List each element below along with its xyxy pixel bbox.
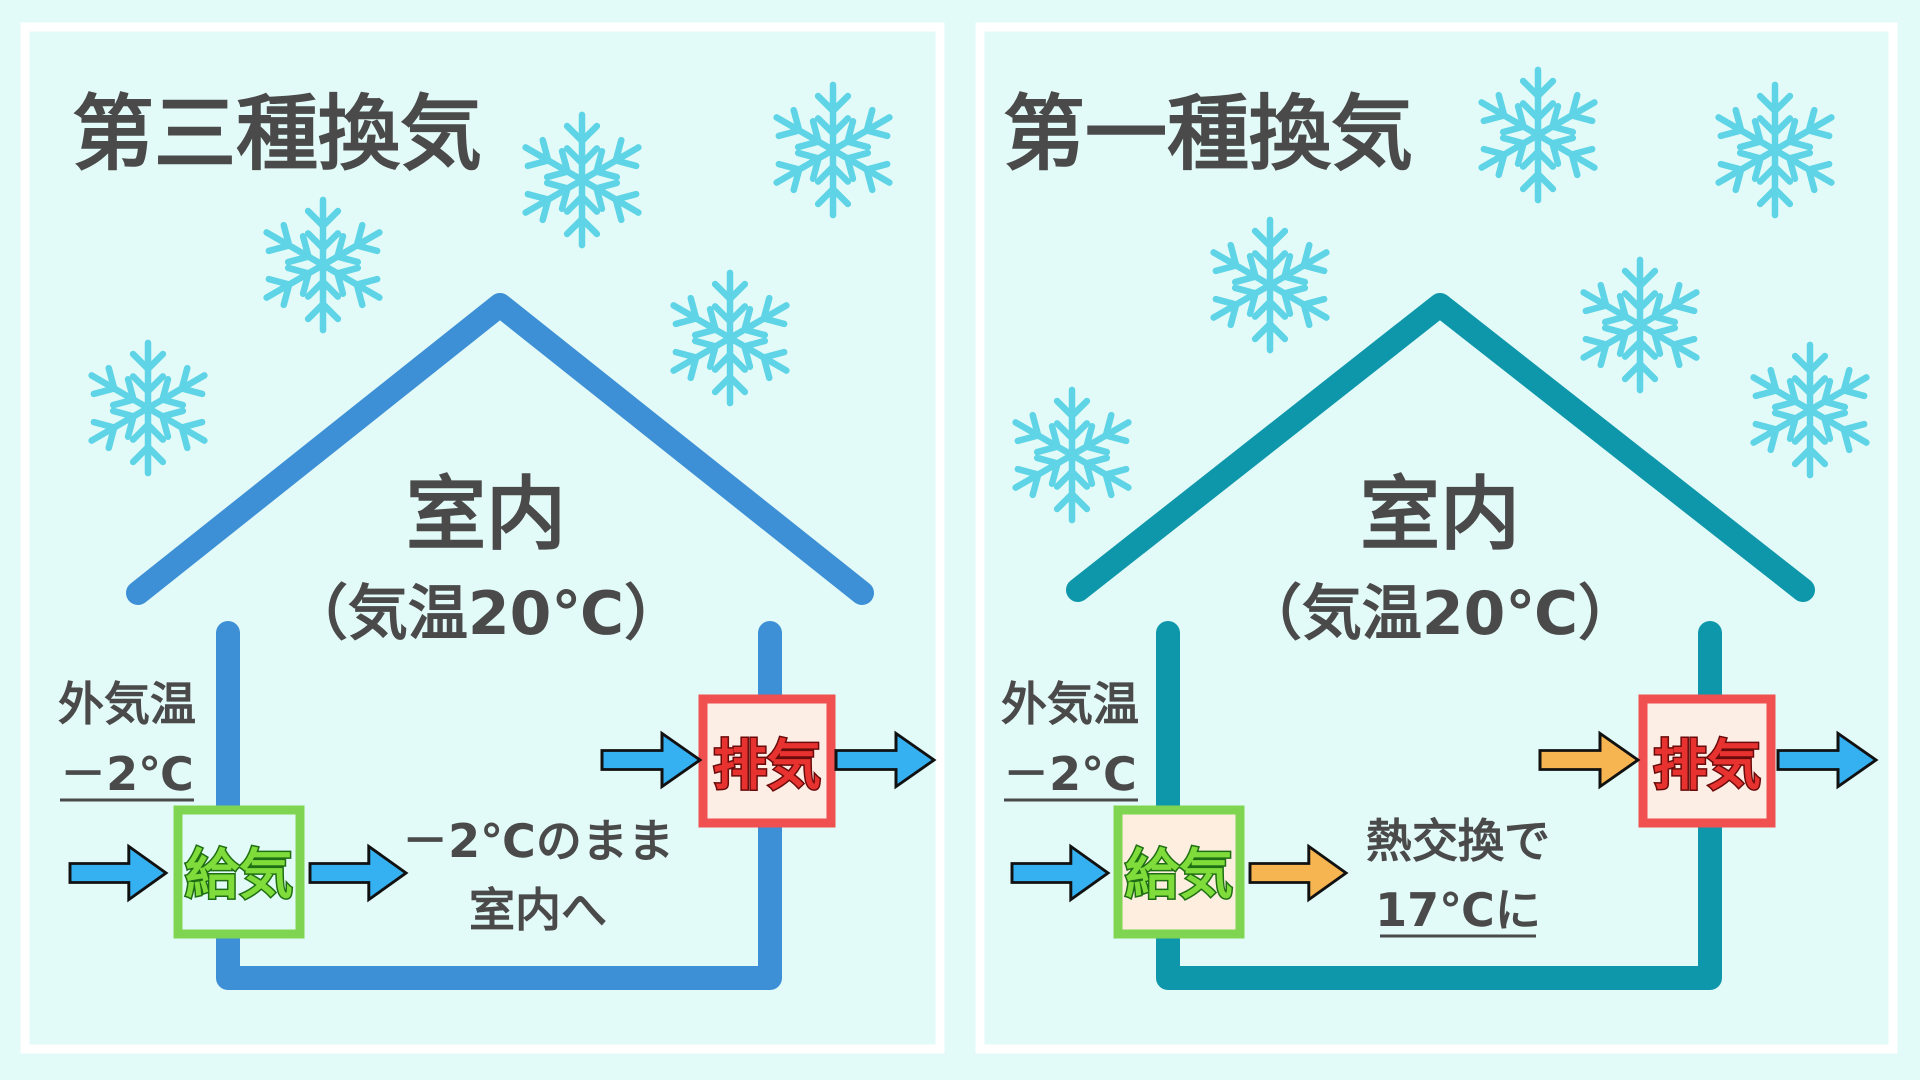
snowflake-icon — [666, 273, 794, 403]
snowflake-icon — [1206, 220, 1334, 350]
snowflake-icon — [259, 200, 387, 330]
room-label: 室内 — [1360, 468, 1520, 561]
snowflake-icon — [1711, 85, 1839, 215]
outside-temperature: －2℃ — [60, 747, 194, 801]
right-panel-border — [975, 22, 1898, 1054]
exhaust-box — [698, 694, 836, 828]
arrow-intake-icon — [68, 844, 168, 902]
air-note-line1: 熱交換で — [1366, 814, 1550, 868]
supply-box — [1113, 805, 1245, 939]
arrow-warm-into-room-icon — [1248, 844, 1348, 902]
room-temperature: （気温20℃） — [1242, 579, 1638, 649]
left-panel: 第三種換気 室内 （気温20℃） 外気温 －2℃ 給気 排気 －2℃のまま 室内… — [20, 22, 945, 1054]
arrow-to-exhaust-icon — [600, 731, 702, 789]
air-note-line2: 17℃に — [1375, 883, 1541, 937]
outside-temperature: －2℃ — [1003, 747, 1137, 801]
arrow-intake-icon — [1010, 844, 1110, 902]
left-panel-border — [20, 22, 945, 1054]
supply-box — [173, 805, 305, 939]
outside-temp-label: 外気温 — [1001, 677, 1139, 731]
right-panel-title: 第一種換気 — [1003, 87, 1413, 182]
arrow-warm-to-exhaust-icon — [1538, 731, 1640, 789]
exhaust-label: 排気 — [1653, 734, 1761, 797]
room-label: 室内 — [406, 468, 566, 561]
left-panel-title: 第三種換気 — [72, 87, 482, 182]
snowflake-icon — [1474, 70, 1602, 200]
snowflake-icon — [1008, 390, 1136, 520]
exhaust-label: 排気 — [713, 734, 821, 797]
snowflake-icon — [1576, 260, 1704, 390]
arrow-outflow-icon — [1776, 731, 1878, 789]
house-roof — [1066, 293, 1815, 602]
snowflake-icon — [518, 115, 646, 245]
house-roof — [126, 293, 874, 605]
room-temperature: （気温20℃） — [288, 579, 684, 649]
exhaust-box — [1638, 694, 1776, 828]
air-note-line1: －2℃のまま — [402, 814, 674, 868]
outside-temp-label: 外気温 — [58, 677, 196, 731]
arrow-into-room-icon — [308, 844, 408, 902]
air-note-line2: 室内へ — [469, 883, 607, 937]
supply-label: 給気 — [1125, 843, 1233, 906]
arrow-outflow-icon — [834, 731, 936, 789]
snowflake-icon — [1746, 345, 1874, 475]
supply-label: 給気 — [185, 843, 293, 906]
right-panel: 第一種換気 室内 （気温20℃） 外気温 －2℃ 給気 排気 熱交換で 17℃に — [975, 22, 1898, 1054]
snowflake-icon — [769, 85, 897, 215]
snowflake-icon — [84, 343, 212, 473]
